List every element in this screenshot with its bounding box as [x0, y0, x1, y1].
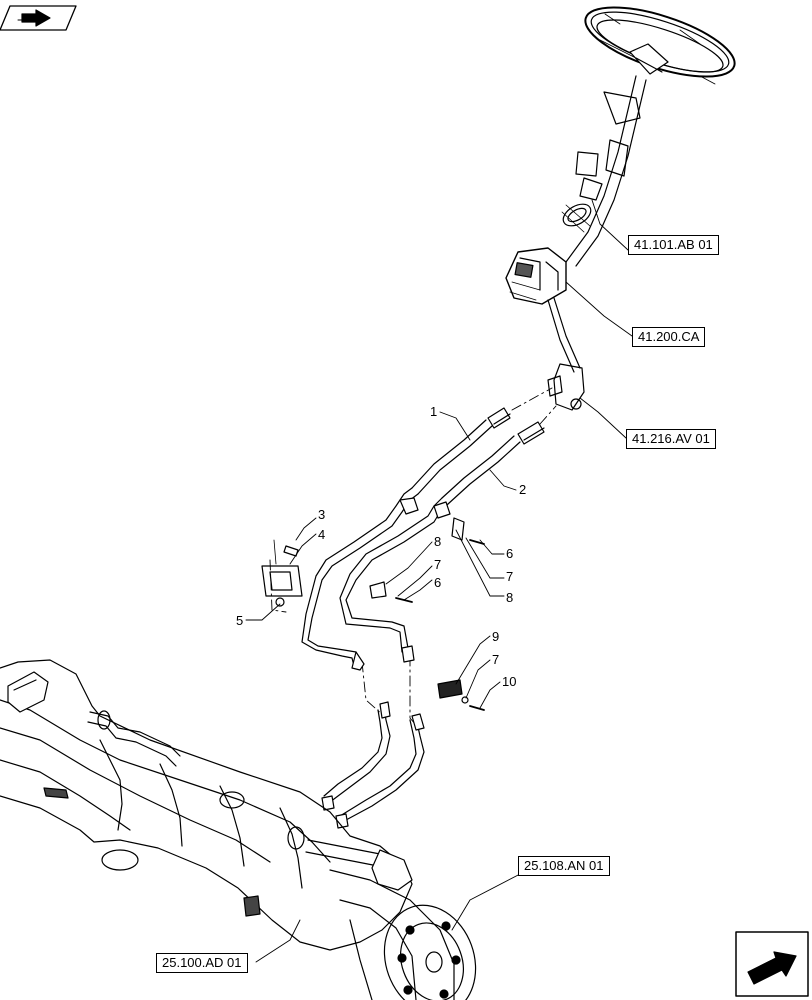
view-indicator-icon	[0, 5, 77, 31]
steering-wheel	[584, 6, 736, 85]
front-axle	[0, 659, 413, 951]
wheel-hub	[329, 869, 477, 1000]
reference-box-front-axle[interactable]: 25.100.AD 01	[156, 953, 248, 973]
callout-5: 5	[236, 613, 244, 628]
next-page-arrow-icon	[735, 931, 809, 997]
hydraulic-pipe-1	[301, 407, 511, 671]
callout-4: 4	[318, 527, 326, 542]
callout-7-right: 7	[506, 569, 514, 584]
valve-block	[547, 363, 585, 411]
callout-6-right: 6	[506, 546, 514, 561]
callout-2: 2	[519, 482, 527, 497]
callout-8-right: 8	[506, 590, 514, 605]
steering-unit	[505, 247, 581, 373]
reference-box-front-axle-cylinder[interactable]: 25.108.AN 01	[518, 856, 610, 876]
reference-box-steering-wheel[interactable]: 41.101.AB 01	[628, 235, 719, 255]
mounting-bracket	[261, 517, 485, 711]
callout-1: 1	[430, 404, 438, 419]
callout-6-left: 6	[434, 575, 442, 590]
callout-9: 9	[492, 629, 500, 644]
callout-leaders	[245, 199, 633, 963]
callout-7-left: 7	[434, 557, 442, 572]
cylinder-hoses	[321, 701, 425, 829]
callout-7-lower: 7	[492, 652, 500, 667]
callout-10: 10	[502, 674, 517, 689]
reference-box-valve-block[interactable]: 41.216.AV 01	[626, 429, 716, 449]
hydraulic-pipe-2	[339, 421, 545, 663]
steering-column	[561, 75, 647, 267]
callout-8-left: 8	[434, 534, 442, 549]
reference-box-steering-unit[interactable]: 41.200.CA	[632, 327, 706, 347]
callout-3: 3	[318, 507, 326, 522]
